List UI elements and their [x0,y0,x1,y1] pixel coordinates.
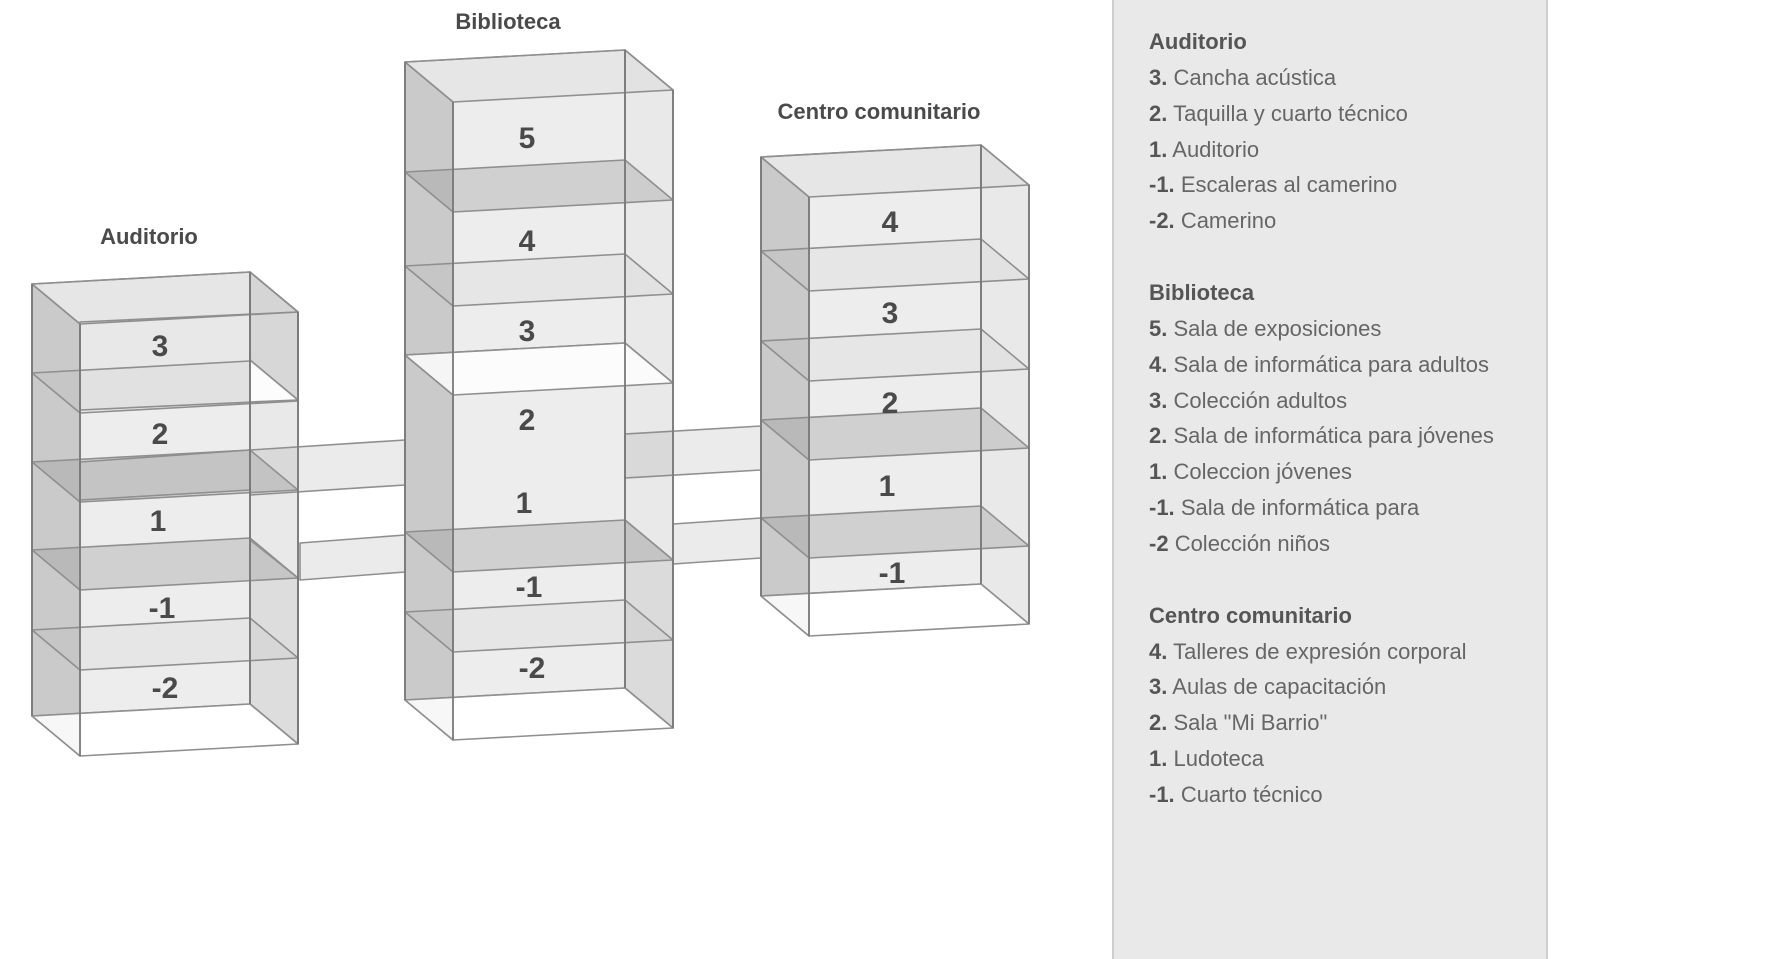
legend-group-biblioteca: Biblioteca 5. Sala de exposiciones 4. Sa… [1149,275,1546,562]
legend-item: 1. Coleccion jóvenes [1149,454,1546,490]
floor-label: 2 [882,387,899,420]
legend-item-text: Auditorio [1172,136,1260,162]
floor-label: 2 [152,418,169,451]
floor-label: -1 [879,557,906,590]
building-title-auditorio: Auditorio [100,224,198,249]
legend-item: 3. Colección adultos [1149,383,1546,419]
legend-item-level: 4. [1149,638,1168,664]
building-diagram: Auditorio Biblioteca Centro comunitario … [31,9,1030,757]
legend-item: 1. Ludoteca [1149,741,1546,777]
legend-item-level: -2 [1149,530,1169,556]
bridge-slab [299,534,406,581]
legend-item-text: Escaleras al camerino [1180,172,1398,198]
legend-item-text: Taquilla y cuarto técnico [1173,100,1408,126]
legend-item-level: 4. [1149,351,1168,377]
building-title-biblioteca: Biblioteca [455,9,561,34]
legend-item-text: Aulas de capacitación [1172,674,1387,700]
floor-label: 3 [152,330,169,363]
legend-item-level: -1. [1149,494,1175,520]
legend-group-title: Auditorio [1149,29,1247,54]
legend-item-text: Sala de informática para adultos [1173,351,1490,377]
legend-item-level: 5. [1149,315,1168,341]
legend-item-level: 2. [1149,100,1168,126]
legend-item: 4. Talleres de expresión corporal [1149,634,1546,670]
legend-item-text: Cancha acústica [1173,65,1337,90]
legend-item-text: Cuarto técnico [1180,781,1323,807]
legend-group-title: Centro comunitario [1149,602,1352,628]
legend-item-text: Colección adultos [1173,387,1348,413]
legend-item-text: Ludoteca [1173,745,1265,771]
legend-item-level: 1. [1149,745,1168,771]
legend-group-auditorio: Auditorio 3. Cancha acústica 2. Taquilla… [1149,24,1546,239]
legend-item-level: 3. [1149,387,1168,413]
floor-label: -1 [149,592,176,625]
legend-item-text: Sala de informática para jóvenes [1173,423,1494,449]
floor-label: -2 [152,672,179,705]
legend-item-level: -2. [1149,208,1175,234]
legend-item: 3. Cancha acústica [1149,60,1546,96]
legend-item: 2. Taquilla y cuarto técnico [1149,96,1546,132]
floor-label: 4 [882,206,899,239]
legend-item-level: -1. [1149,781,1175,807]
floor-label: 1 [879,470,896,503]
isometric-diagram: Auditorio Biblioteca Centro comunitario … [31,9,1030,757]
bridge-slab [672,517,762,565]
legend-item-text: Sala de exposiciones [1173,315,1382,341]
legend-item-text: Camerino [1180,208,1277,234]
legend-item: 5. Sala de exposiciones [1149,311,1546,347]
legend-item: 3. Aulas de capacitación [1149,669,1546,705]
floor-label: -1 [516,571,543,604]
legend-group-title: Biblioteca [1149,279,1255,305]
legend-item-level: -1. [1149,172,1175,198]
legend-item-level: 3. [1149,674,1168,700]
legend-item-text: Sala de informática para [1180,494,1420,520]
building-title-centro-comunitario: Centro comunitario [778,99,981,124]
floor-label: 4 [519,225,536,258]
legend-item-level: 1. [1149,136,1168,162]
legend-item-text: Sala "Mi Barrio" [1173,710,1328,736]
floor-label: 2 [519,404,536,437]
legend-item: -2. Camerino [1149,203,1546,239]
legend-item-text: Colección niños [1174,530,1330,556]
legend-item-text: Talleres de expresión corporal [1173,638,1467,664]
floor-label: 3 [519,315,536,348]
legend-item: 4. Sala de informática para adultos [1149,347,1546,383]
legend-item: -2 Colección niños [1149,526,1546,562]
floor-label: -2 [519,652,546,685]
legend-item: -1. Cuarto técnico [1149,777,1546,813]
legend-item-level: 2. [1149,710,1168,736]
legend-item: 2. Sala "Mi Barrio" [1149,705,1546,741]
bridge-slab [624,425,762,479]
legend-item: 1. Auditorio [1149,132,1546,168]
floor-label: 1 [150,505,167,538]
floor-label: 3 [882,297,899,330]
legend-item: 2. Sala de informática para jóvenes [1149,418,1546,454]
legend-group-centro-comunitario: Centro comunitario 4. Talleres de expres… [1149,598,1546,813]
building-side-wall [980,144,1030,625]
bridge-slab [249,439,406,496]
legend-item-level: 2. [1149,423,1168,449]
legend-item: -1. Sala de informática para [1149,490,1546,526]
legend-item-text: Coleccion jóvenes [1173,459,1353,485]
legend-item-level: 1. [1149,459,1168,485]
legend-item-level: 3. [1149,65,1168,90]
building-side-wall [624,49,674,384]
legend-item: -1. Escaleras al camerino [1149,167,1546,203]
floor-label: 5 [519,122,536,155]
floor-label: 1 [516,487,533,520]
legend-panel: Auditorio 3. Cancha acústica 2. Taquilla… [1112,0,1548,959]
